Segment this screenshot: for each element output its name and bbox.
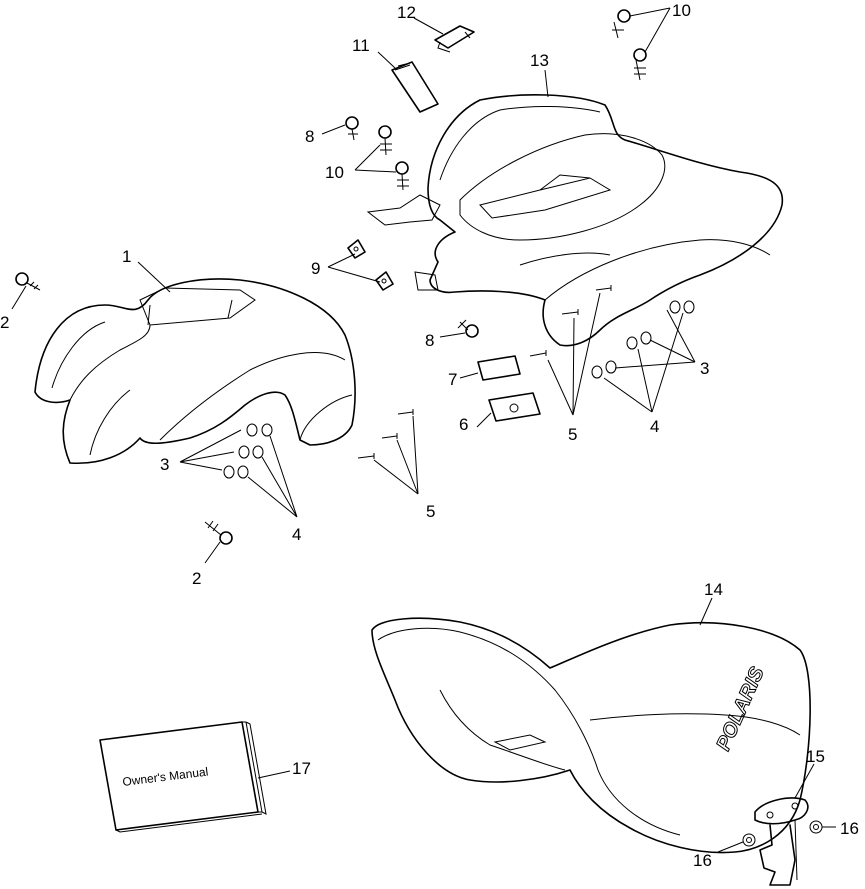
- nut-16-right: [809, 820, 823, 834]
- callout-1: 1: [122, 247, 131, 266]
- plate-6: [488, 392, 541, 422]
- callout-10-left: 10: [325, 163, 344, 182]
- grommet-8-mid: [457, 319, 479, 338]
- owners-manual: [99, 721, 267, 833]
- seat: [371, 617, 811, 854]
- clip: [434, 25, 475, 53]
- callout-6: 6: [459, 415, 468, 434]
- callout-8-mid: 8: [425, 331, 434, 350]
- callout-4-rear: 4: [650, 417, 659, 436]
- callout-labels: 1 2 2 3 3 4 4 5 5 6 7 8 8 9 10 10 11 12 …: [0, 1, 859, 870]
- rear-fender: [366, 94, 784, 347]
- pad-7: [477, 355, 521, 381]
- callout-12: 12: [397, 3, 416, 22]
- seat-latch-bracket: [754, 797, 809, 886]
- washers-rear: [591, 300, 695, 379]
- screw-10-top-a: [612, 9, 631, 39]
- clip-nut-9-a: [347, 239, 366, 259]
- callout-11: 11: [352, 36, 370, 55]
- callout-16-left: 16: [693, 851, 712, 870]
- strap: [391, 61, 439, 113]
- callout-8-top: 8: [305, 127, 314, 146]
- callout-3-front: 3: [160, 455, 169, 474]
- leader-lines: [11, 7, 836, 853]
- bolt-2-bottom: [204, 520, 233, 545]
- callout-14: 14: [704, 580, 723, 599]
- callout-2-bottom: 2: [192, 569, 201, 588]
- screw-10-top-b: [633, 48, 647, 81]
- front-fender: [34, 278, 356, 465]
- callout-9: 9: [311, 259, 320, 278]
- callout-7: 7: [448, 370, 457, 389]
- washers-front: [223, 423, 273, 479]
- callout-17: 17: [292, 759, 311, 778]
- callout-4-front: 4: [292, 525, 301, 544]
- callout-15: 15: [806, 747, 825, 766]
- callout-16-right: 16: [840, 819, 859, 838]
- nut-16-left: [742, 833, 756, 847]
- screw-10-left-b: [395, 161, 409, 191]
- seat-logo: POLARIS: [712, 663, 769, 754]
- callout-2-left: 2: [0, 313, 9, 332]
- screws-5-front: [357, 409, 414, 459]
- screw-10-left-a: [378, 125, 392, 156]
- bolt-2-left: [15, 272, 41, 291]
- grommet-8-top: [345, 116, 359, 141]
- screws-5-rear: [529, 285, 612, 357]
- manual-title: Owner's Manual: [122, 765, 209, 789]
- callout-5-rear: 5: [568, 425, 577, 444]
- callout-13: 13: [530, 51, 549, 70]
- callout-10-top: 10: [672, 1, 691, 20]
- callout-3-rear: 3: [700, 359, 709, 378]
- clip-nut-9-b: [375, 271, 394, 291]
- callout-5-front: 5: [426, 502, 435, 521]
